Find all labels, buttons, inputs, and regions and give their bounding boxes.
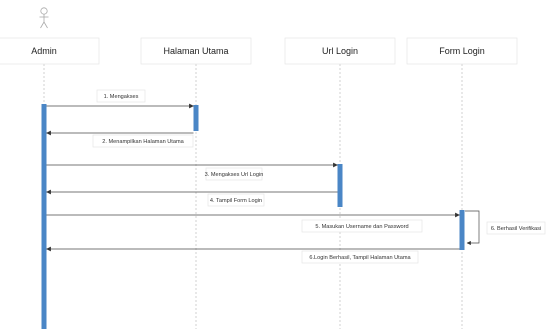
message-label-box — [207, 193, 265, 207]
participant-url: Url Login — [284, 37, 396, 65]
message-label: 4. Tampil Form Login — [210, 198, 262, 204]
activation-halaman — [193, 105, 199, 131]
message-label: 6.Login Berhasil, Tampil Halaman Utama — [309, 255, 411, 261]
message-label-box — [92, 134, 194, 148]
activation-url — [337, 164, 343, 207]
participant-label: Halaman Utama — [163, 46, 228, 56]
message-label: 2. Menampilkan Halaman Utama — [102, 139, 184, 145]
message-m3: 3. Mengakses Url Login — [46, 162, 338, 181]
participant-box — [406, 37, 518, 65]
message-label-box — [205, 167, 263, 181]
message-m2: 2. Menampilkan Halaman Utama — [46, 130, 194, 148]
participant-admin: Admin — [0, 37, 100, 65]
participant-box — [0, 37, 100, 65]
message-m1: 1. Mengakses — [46, 89, 194, 109]
activation-admin — [41, 104, 47, 329]
participant-label: Form Login — [439, 46, 485, 56]
message-m5: 5. Masukan Username dan Password — [46, 212, 460, 233]
message-label: 1. Mengakses — [104, 94, 139, 100]
message-label-box — [301, 219, 423, 233]
message-m4: 4. Tampil Form Login — [46, 189, 338, 207]
activation-form — [459, 210, 465, 250]
participant-form: Form Login — [406, 37, 518, 65]
participant-box — [284, 37, 396, 65]
participant-label: Admin — [31, 46, 57, 56]
message-arrow — [465, 210, 480, 246]
participant-halaman: Halaman Utama — [140, 37, 252, 65]
participant-box — [140, 37, 252, 65]
message-label: 3. Mengakses Url Login — [205, 172, 264, 178]
message-label: 6. Berhasil Verifikasi — [491, 226, 541, 232]
participant-label: Url Login — [322, 46, 358, 56]
message-m7: 6.Login Berhasil, Tampil Halaman Utama — [46, 246, 460, 264]
message-label-box — [301, 250, 419, 264]
actor-icon — [39, 7, 49, 29]
message-m6: 6. Berhasil Verifikasi — [465, 210, 546, 246]
message-label-box — [486, 221, 546, 235]
message-label: 5. Masukan Username dan Password — [315, 224, 408, 230]
message-label-box — [96, 89, 146, 103]
